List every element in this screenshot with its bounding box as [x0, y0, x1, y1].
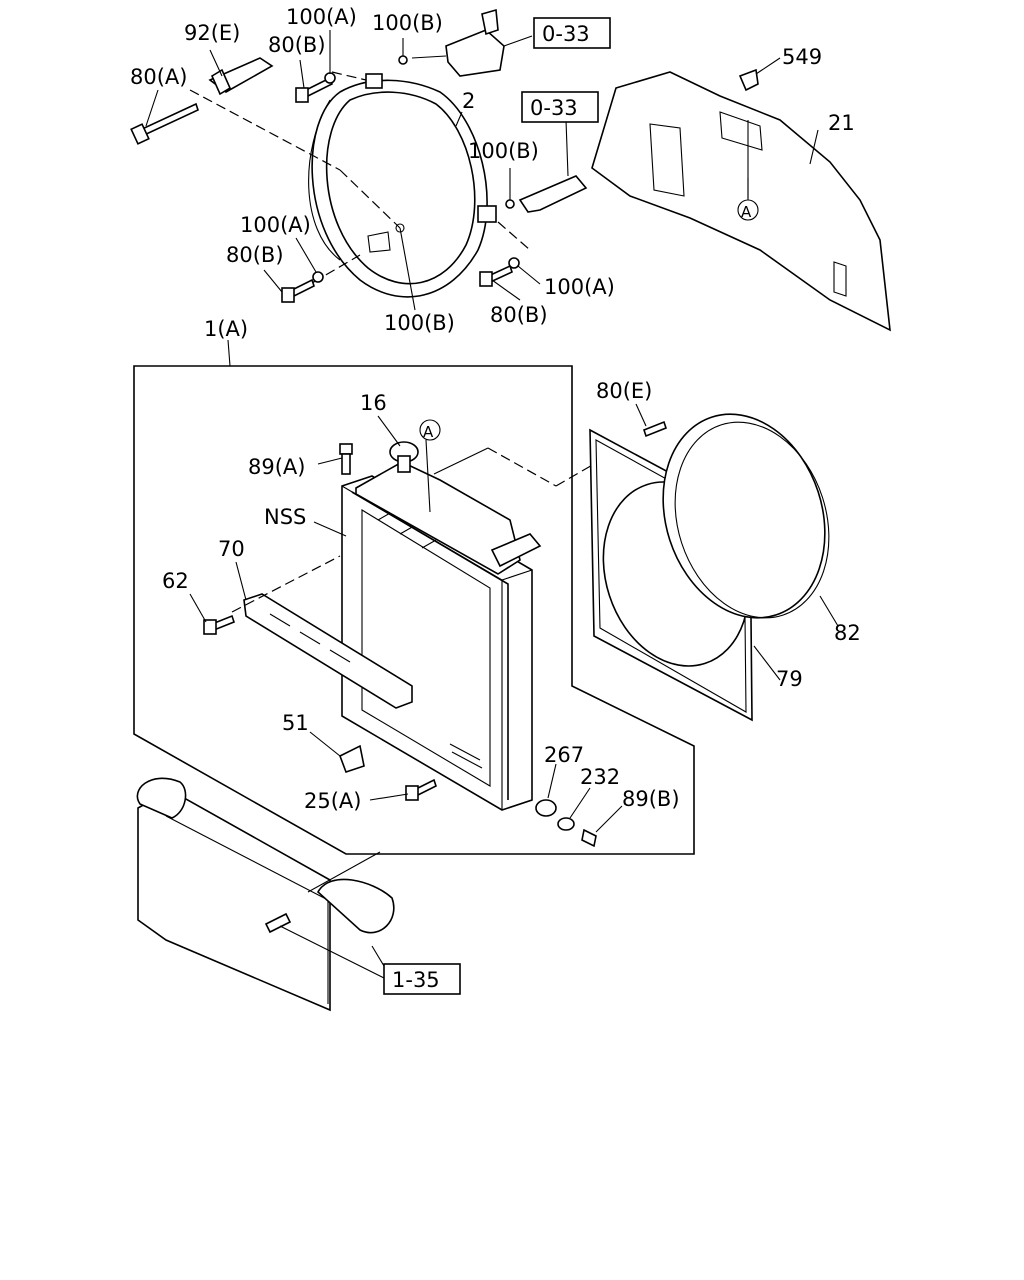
washer-100a-left — [312, 271, 324, 283]
leader-0-33-top — [411, 55, 447, 59]
ref-box-1-35 — [383, 963, 461, 995]
label-100b-2: 100(B) — [468, 139, 539, 163]
bolt-80a — [130, 102, 199, 145]
label-25a: 25(A) — [304, 789, 361, 813]
assembly-box-1a — [133, 365, 695, 855]
label-21: 21 — [828, 111, 855, 135]
radiator-cap-16 — [389, 441, 419, 473]
bolt-89a — [339, 443, 353, 475]
label-2: 2 — [462, 89, 475, 113]
label-100b-3: 100(B) — [384, 311, 455, 335]
label-100a-1: 100(A) — [286, 5, 357, 29]
bolt-62 — [203, 614, 235, 635]
label-80a: 80(A) — [130, 65, 187, 89]
grommet-100b-mid — [505, 199, 515, 209]
ref-box-0-33-top — [533, 17, 611, 49]
label-80b-3: 80(B) — [490, 303, 548, 327]
label-89a: 89(A) — [248, 455, 305, 479]
fan-shroud-ring — [308, 73, 497, 298]
washer-100a-right — [508, 257, 520, 269]
label-89b: 89(B) — [622, 787, 680, 811]
label-80b-1: 80(B) — [268, 33, 326, 57]
mount-cushion-267 — [535, 799, 557, 817]
label-0-33-mid: 0-33 — [530, 96, 578, 120]
label-82: 82 — [834, 621, 861, 645]
label-16: 16 — [360, 391, 387, 415]
bracket-92e — [208, 57, 274, 96]
label-1a: 1(A) — [204, 317, 248, 341]
fan-ring-82 — [662, 413, 830, 619]
bracket-0-33-mid — [518, 119, 588, 213]
bottom-leader-lines — [279, 851, 385, 979]
leader-frame — [433, 447, 489, 475]
label-nss: NSS — [264, 505, 306, 529]
label-100a-3: 100(A) — [544, 275, 615, 299]
label-100a-2: 100(A) — [240, 213, 311, 237]
leader-frame-3 — [555, 463, 595, 487]
mark-a-2: A — [423, 423, 434, 441]
bolt-80b-right — [479, 264, 513, 287]
bolt-80b-left — [281, 278, 315, 303]
label-267: 267 — [544, 743, 584, 767]
label-79: 79 — [776, 667, 803, 691]
label-1-35: 1-35 — [392, 968, 440, 992]
washer-232 — [557, 817, 575, 831]
label-80b-2: 80(B) — [226, 243, 284, 267]
mark-a-2-circle — [419, 419, 441, 441]
leader-frame-2 — [487, 447, 557, 487]
bolt-89b — [581, 828, 597, 848]
deflector-panel-21 — [591, 71, 891, 332]
bolt-25a — [405, 778, 437, 801]
mark-a-1-circle — [737, 199, 759, 221]
clip-549 — [738, 68, 759, 92]
bolt-80e — [643, 420, 667, 438]
side-bracket-70 — [243, 593, 413, 709]
label-232: 232 — [580, 765, 620, 789]
label-92e: 92(E) — [184, 21, 240, 45]
grommet-100b-top — [398, 55, 408, 65]
bolt-80b-top — [295, 76, 333, 103]
label-80e: 80(E) — [596, 379, 652, 403]
label-leaders — [145, 30, 839, 833]
label-62: 62 — [162, 569, 189, 593]
mark-a-1: A — [741, 203, 752, 221]
label-51: 51 — [282, 711, 309, 735]
label-100b-1: 100(B) — [372, 11, 443, 35]
bracket-0-33-top — [445, 8, 533, 77]
ref-box-0-33-mid — [521, 91, 599, 123]
washer-100a-top — [324, 72, 336, 84]
intercooler — [136, 777, 395, 1012]
leader-70 — [231, 555, 341, 613]
drain-plug-51 — [338, 744, 365, 774]
label-549: 549 — [782, 45, 822, 69]
label-0-33-top: 0-33 — [542, 22, 590, 46]
shroud-leader-lines — [189, 71, 531, 311]
label-70: 70 — [218, 537, 245, 561]
